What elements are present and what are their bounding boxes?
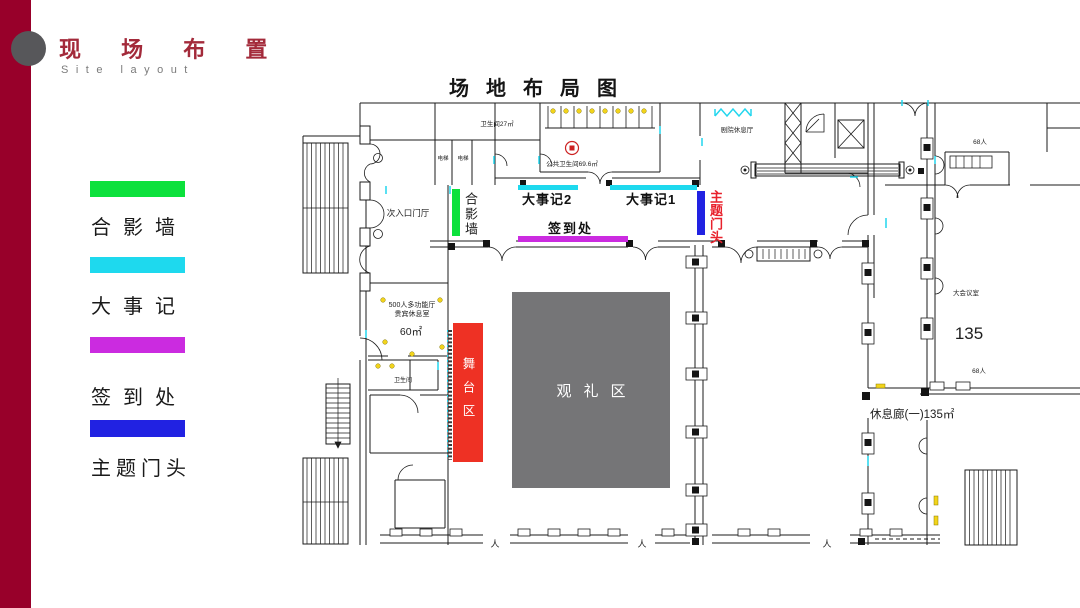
legend-label-gate: 主题门头: [91, 458, 191, 480]
legend-swatch-photo-wall: [90, 181, 185, 197]
door-symbol-1: 人: [490, 539, 499, 549]
events1-label: 大事记1: [626, 192, 677, 207]
photo-wall-marker: [452, 189, 460, 236]
label-hall-area: 60㎡: [400, 326, 423, 338]
label-public-restroom: 公共卫生间69.6㎡: [546, 159, 598, 168]
page-subtitle: Site layout: [61, 64, 195, 76]
photo-wall-label: 合影墙: [463, 192, 478, 237]
label-elevator-2: 电梯: [457, 154, 469, 162]
columns: [389, 137, 940, 545]
light-fixtures: [375, 108, 939, 526]
stairs: [302, 142, 1018, 546]
decorative-circle: [11, 31, 46, 66]
events2-label: 大事记2: [522, 192, 573, 207]
accent-sidebar: [0, 0, 31, 608]
legend-swatch-signin: [90, 337, 185, 353]
label-meeting-room: 大会议室: [953, 288, 980, 297]
restroom-symbol: [564, 140, 580, 156]
legend-swatch-gate: [90, 420, 185, 437]
plan-title: 场地布局图: [449, 78, 634, 100]
label-rest-corridor: 休息廊(一)135㎡: [870, 407, 955, 421]
floor-plan: 卫生间27㎡ 电梯 电梯 次入口门厅 公共卫生间69.6㎡ 剧院休息厅 500人…: [302, 100, 1080, 549]
page-title: 现 场 布 置: [59, 37, 285, 62]
legend-label-events: 大事记: [91, 296, 187, 318]
door-symbol-3: 人: [822, 539, 831, 549]
door-symbol-2: 人: [637, 539, 646, 549]
label-elevator-1: 电梯: [437, 154, 449, 162]
label-68-top: 68人: [973, 138, 987, 146]
label-68-mid: 68人: [972, 367, 986, 375]
stage-area: 舞台区: [453, 323, 483, 462]
label-side-entrance: 次入口门厅: [387, 208, 430, 218]
label-theater-lounge: 剧院休息厅: [721, 125, 754, 134]
label-restroom27: 卫生间27㎡: [480, 119, 514, 128]
label-hall-line2: 贵宾休息室: [395, 309, 430, 318]
theme-gate-label: 主题门头: [708, 190, 723, 244]
walls: [302, 102, 1080, 545]
label-restroom-mid: 卫生间: [394, 376, 412, 384]
events2-marker: [518, 185, 578, 190]
room-labels: 卫生间27㎡ 电梯 电梯 次入口门厅 公共卫生间69.6㎡ 剧院休息厅 500人…: [387, 119, 988, 549]
audience-area: 观礼区: [512, 292, 670, 488]
door-frame-accents: [365, 100, 936, 466]
theme-gate-marker: [697, 191, 705, 235]
audience-area-label: 观礼区: [556, 382, 638, 400]
signin-label: 签到处: [548, 221, 594, 236]
label-135: 135: [955, 324, 983, 343]
events1-marker: [610, 185, 697, 190]
legend-swatch-events: [90, 257, 185, 273]
stage-area-label: 舞台区: [460, 357, 475, 428]
label-hall-line1: 500人多功能厅: [389, 300, 436, 309]
door-arcs: [359, 102, 971, 481]
signin-marker: [518, 236, 628, 242]
legend-label-photo-wall: 合影墙: [91, 217, 187, 239]
legend-label-signin: 签到处: [91, 387, 187, 409]
